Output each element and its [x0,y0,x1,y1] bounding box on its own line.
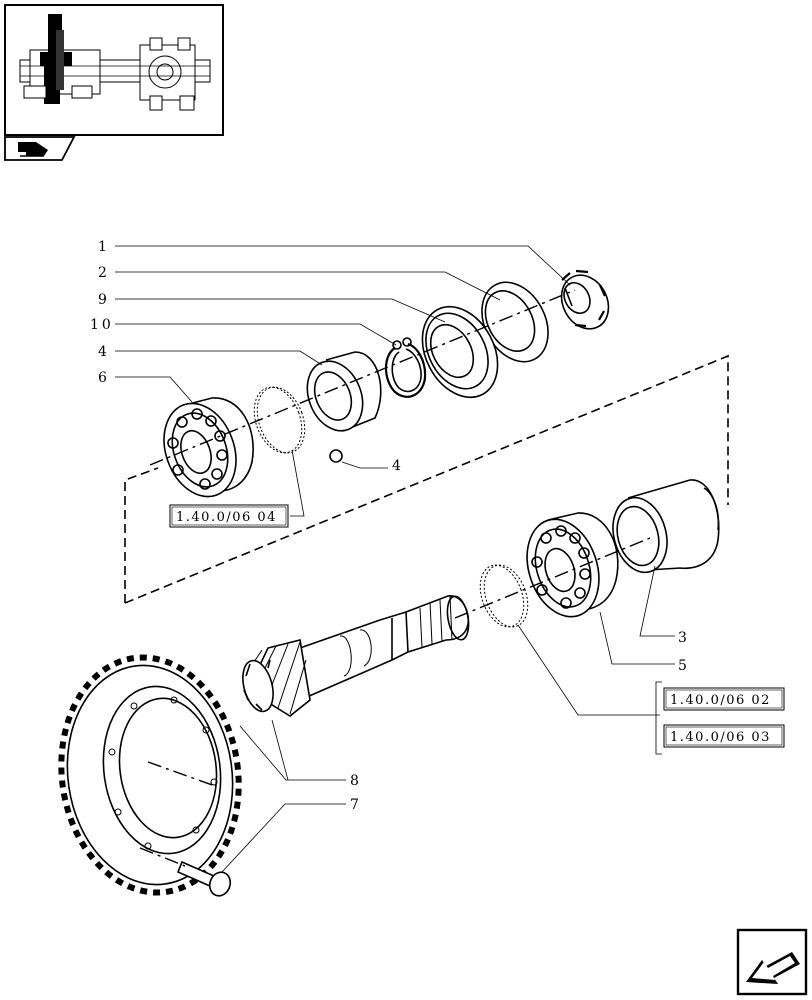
bearing-rollers [167,408,228,490]
ring-gear-bolt-holes [108,696,218,850]
callout-7: 7 [350,797,359,813]
tractor-section-icon [18,142,48,157]
shim-lower [479,564,529,628]
upper-axis [149,289,576,466]
part-10-snap-ring [384,337,427,398]
ref-box-060603[interactable]: 1.40.0/06 03 [663,724,785,748]
ref-060604-label: 1.40.0/06 04 [176,510,277,525]
assembly-guide-right [124,354,729,604]
ref-060602-label: 1.40.0/06 02 [670,693,771,708]
leader-5 [599,611,675,665]
callout-6: 6 [98,370,107,386]
ring-gear-bolt [176,860,232,897]
callout-3: 3 [678,630,687,646]
callout-1: 1 [98,239,107,255]
part-3-sleeve [612,479,720,574]
leader-1 [115,245,571,286]
part-4-ball [329,449,343,463]
callout-2: 2 [98,265,107,281]
leader-shim-lower [517,624,660,716]
leader-10 [115,323,397,346]
part-7-ring-gear [58,654,242,896]
ref-box-060604[interactable]: 1.40.0/06 04 [169,504,289,528]
next-page-arrow-icon [746,952,800,984]
callout-9: 9 [98,292,107,308]
leader-2 [115,271,501,301]
leader-6 [115,376,193,403]
leader-4-upper [115,350,323,366]
axle-thumbnail [4,4,224,136]
part-8-pinion-shaft [242,595,470,717]
assembly-guide-left [124,467,159,603]
ref-060603-label: 1.40.0/06 03 [670,730,771,745]
callout-5: 5 [678,658,687,674]
leader-shim-upper [290,449,305,517]
part-2-ring [481,281,549,363]
ring-gear-axis [147,761,216,787]
section-tab [4,136,76,161]
ref-bracket [655,681,662,755]
callout-4-lower: 4 [392,458,401,474]
shim-upper [253,386,306,454]
callout-10: 10 [90,317,114,333]
axle-thumbnail-icon [19,14,211,111]
leader-7 [221,803,346,873]
bolt-axis [139,847,186,867]
leader-3 [639,565,675,637]
leader-8a [239,725,346,781]
next-page-button[interactable] [736,928,808,996]
part-5-roller-bearing [526,512,619,618]
part-1-slotted-nut [560,269,610,330]
ref-box-060602[interactable]: 1.40.0/06 02 [663,687,785,711]
callout-8: 8 [350,773,359,789]
leader-9 [115,298,446,323]
bearing-rollers-5 [531,525,591,609]
leader-8b [271,719,289,781]
callout-4-upper: 4 [98,344,107,360]
lower-axis [454,537,651,619]
leader-4-lower [341,461,388,469]
part-6-roller-bearing [163,397,254,498]
part-4-bearing-cone [306,351,382,432]
